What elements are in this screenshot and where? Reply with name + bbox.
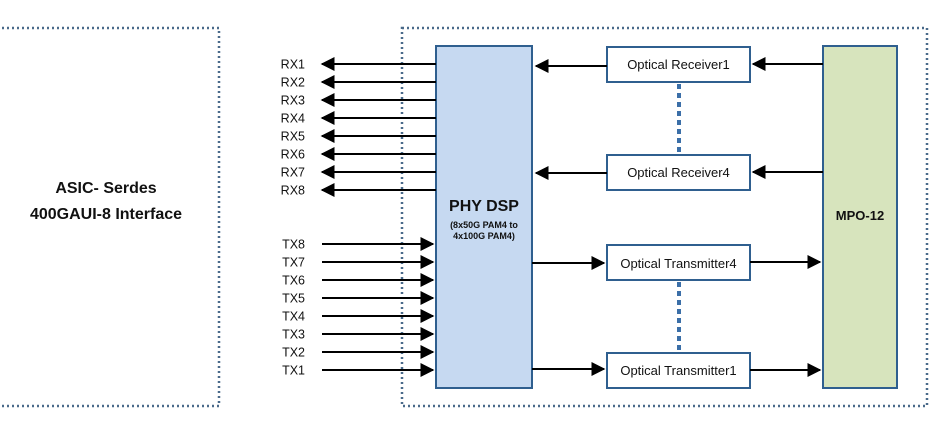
- tx-lane-label: TX2: [282, 346, 305, 360]
- optical-transmitter4-label: Optical Transmitter4: [620, 256, 736, 271]
- tx-lane-label: TX1: [282, 364, 305, 378]
- phy-dsp-block: [435, 45, 533, 389]
- rx-lane-label: RX6: [281, 148, 305, 162]
- asic-box: [0, 26, 221, 408]
- rx-lane-label: RX2: [281, 76, 305, 90]
- optical-receiver1-box: [606, 46, 751, 83]
- tx-lane-label: TX5: [282, 292, 305, 306]
- module-box: [400, 26, 929, 408]
- rx-lane-label: RX8: [281, 184, 305, 198]
- rx-lane-label: RX5: [281, 130, 305, 144]
- rx-lane-label: RX4: [281, 112, 305, 126]
- phy-dsp-title: PHY DSP: [449, 198, 519, 215]
- mpo-12-label: MPO-12: [836, 208, 884, 223]
- tx-lane-label: TX4: [282, 310, 305, 324]
- rx-lane-label: RX3: [281, 94, 305, 108]
- asic-subtitle: 400GAUI-8 Interface: [30, 206, 182, 223]
- optical-receiver4-label: Optical Receiver4: [627, 165, 730, 180]
- rx-lane-label: RX1: [281, 58, 305, 72]
- phy-dsp-sub1: (8x50G PAM4 to: [450, 220, 518, 230]
- tx-lane-label: TX3: [282, 328, 305, 342]
- asic-title: ASIC- Serdes: [55, 180, 156, 197]
- tx-lane-label: TX7: [282, 256, 305, 270]
- optical-transmitter1-label: Optical Transmitter1: [620, 363, 736, 378]
- phy-dsp-sub2: 4x100G PAM4): [453, 231, 515, 241]
- tx-lane-label: TX8: [282, 238, 305, 252]
- tx-lane-label: TX6: [282, 274, 305, 288]
- mpo-12-block: [822, 45, 898, 389]
- rx-lane-label: RX7: [281, 166, 305, 180]
- optical-receiver1-label: Optical Receiver1: [627, 57, 730, 72]
